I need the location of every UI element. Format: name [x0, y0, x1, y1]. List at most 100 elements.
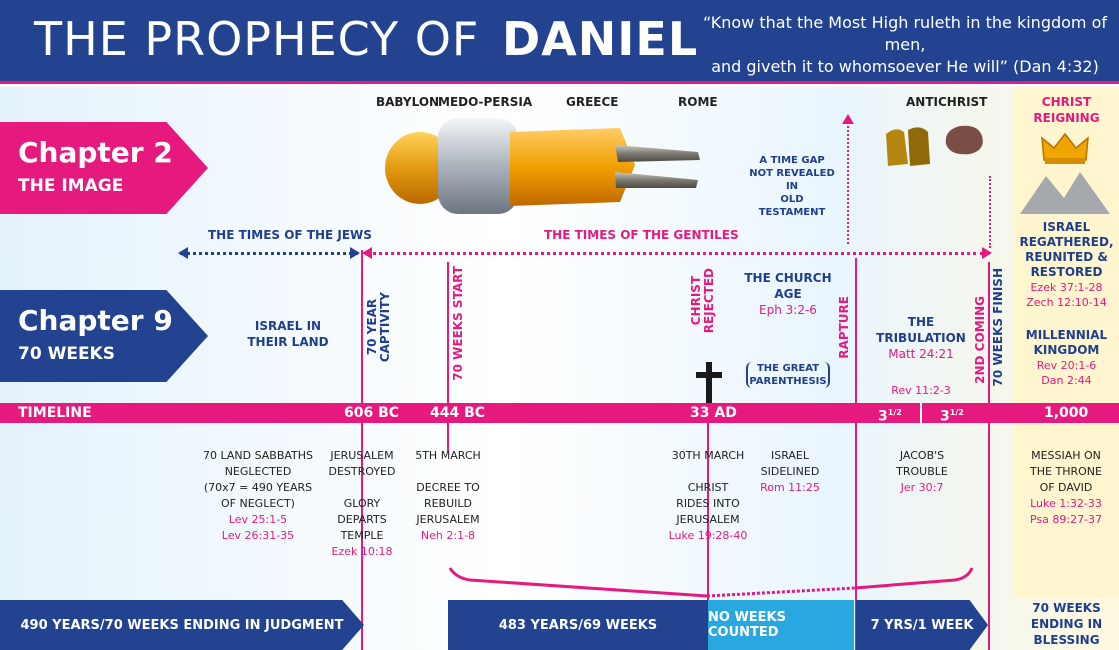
regathered-ref: Ezek 37:1-28	[1030, 281, 1103, 294]
jerusalem-destroyed: JERUSALEM DESTROYED GLORY DEPARTS TEMPLE…	[322, 448, 402, 560]
christ-rejected-label: CHRIST REJECTED	[689, 268, 716, 334]
chapter9-subtitle: 70 WEEKS	[18, 344, 115, 364]
great-parenthesis: THE GREAT PARENTHESIS	[746, 362, 830, 388]
christ-reigning-line: REIGNING	[1033, 111, 1100, 125]
chapter9-arrow	[0, 290, 208, 382]
regathered-ref: Zech 12:10-14	[1026, 296, 1107, 309]
empire-greece: GREECE	[566, 95, 619, 109]
empire-babylon: BABYLON	[376, 95, 440, 109]
times-of-jews-label: THE TIMES OF THE JEWS	[208, 228, 372, 242]
weeks-finish-label: 70 WEEKS FINISH	[991, 268, 1005, 387]
messiah-ref: Luke 1:32-33	[1030, 497, 1102, 510]
sabbaths-line: 70 LAND SABBATHS	[202, 449, 314, 462]
header-quote: “Know that the Most High ruleth in the k…	[700, 12, 1110, 78]
bar-69-weeks: 483 YEARS/69 WEEKS	[448, 600, 708, 650]
great-parenthesis-line: PARENTHESIS	[749, 376, 827, 387]
timeline-bar	[0, 403, 1119, 423]
sidelined-ref: Rom 11:25	[760, 481, 820, 494]
tribulation-ref: Matt 24:21	[888, 347, 954, 361]
tribulation-title: THE TRIBULATION	[876, 315, 966, 345]
timeline-33ad: 33 AD	[690, 405, 737, 421]
church-age-ref: Eph 3:2-6	[759, 303, 817, 317]
decree-line: 5TH MARCH	[415, 449, 481, 462]
ending-in-blessing: 70 WEEKS ENDING IN BLESSING	[1014, 600, 1119, 648]
christ-rejected-text: CHRIST REJECTED	[689, 268, 716, 334]
quote-line: and giveth it to whomsoever He will” (Da…	[711, 57, 1099, 76]
messiah-line: OF DAVID	[1039, 481, 1093, 494]
sabbaths-line: (70x7 = 490 YEARS	[203, 481, 313, 494]
time-gap-line: NOT REVEALED IN	[749, 168, 835, 192]
jacob-ref: Jer 30:7	[900, 481, 944, 494]
half1-fraction: 1/2	[887, 408, 902, 417]
arrowhead-right	[982, 247, 992, 259]
chapter2-subtitle: THE IMAGE	[18, 176, 124, 196]
jerusalem-ref: Ezek 10:18	[331, 545, 393, 558]
rapture-dotted-line	[847, 122, 849, 244]
timeline-444bc: 444 BC	[430, 405, 486, 421]
captivity-text: 70 YEAR CAPTIVITY	[365, 292, 392, 363]
regathered-line: REGATHERED,	[1019, 235, 1114, 249]
time-gap-line: OLD TESTAMENT	[758, 194, 826, 218]
half2-value: 3	[940, 408, 950, 425]
captivity-label: 70 YEAR CAPTIVITY	[365, 292, 392, 363]
march30-line: JERUSALEM	[676, 513, 740, 526]
quote-line: “Know that the Most High ruleth in the k…	[702, 13, 1108, 54]
cross-icon	[696, 362, 722, 406]
arrowhead-left	[362, 247, 372, 259]
bar-no-weeks: NO WEEKS COUNTED	[708, 600, 854, 650]
christ-reigning-line: CHRIST	[1041, 95, 1092, 109]
march30-line: 30TH MARCH	[671, 449, 745, 462]
time-gap-line: A TIME GAP	[759, 155, 825, 166]
israel-in-land: ISRAEL IN THEIR LAND	[240, 318, 336, 350]
messiah-line: MESSIAH ON	[1031, 449, 1101, 462]
millennial-line: MILLENNIAL	[1025, 328, 1108, 342]
decree-line: DECREE TO	[416, 481, 480, 494]
crown-icon	[1041, 132, 1089, 164]
feet-of-iron-and-clay	[886, 127, 930, 166]
line-444bc	[447, 262, 449, 452]
title-prefix: THE PROPHECY OF	[34, 12, 480, 66]
timeline-label: TIMELINE	[18, 405, 92, 421]
millennial-ref: Dan 2:44	[1041, 374, 1092, 387]
church-age-line: AGE	[774, 287, 802, 301]
weeks-start-label: 70 WEEKS START	[451, 266, 465, 381]
line-33ad	[707, 400, 709, 600]
sabbaths-line: NEGLECTED	[224, 465, 292, 478]
half-divider	[920, 403, 922, 423]
bar-one-week: 7 YRS/1 WEEK	[856, 600, 988, 650]
times-of-jews-arrow	[180, 252, 358, 255]
times-of-gentiles-label: THE TIMES OF THE GENTILES	[544, 228, 739, 242]
line-606bc	[361, 250, 363, 650]
tribulation: THE TRIBULATION Matt 24:21	[868, 314, 974, 362]
chapter9-title: Chapter 9	[18, 304, 173, 337]
march30-line: RIDES INTO	[676, 497, 740, 510]
jerusalem-line: GLORY	[343, 497, 381, 510]
christ-reigning: CHRIST REIGNING	[1014, 94, 1119, 126]
bar-judgment: 490 YEARS/70 WEEKS ENDING IN JUDGMENT	[0, 600, 364, 650]
sabbaths-ref: Lev 25:1-5	[228, 513, 288, 526]
decree-line: JERUSALEM	[416, 513, 480, 526]
israel-regathered: ISRAEL REGATHERED, REUNITED & RESTORED E…	[1014, 220, 1119, 310]
line-rapture	[855, 258, 857, 650]
jerusalem-line: JERUSALEM	[330, 449, 394, 462]
decree: 5TH MARCH DECREE TO REBUILD JERUSALEM Ne…	[408, 448, 488, 544]
arrowhead-up	[842, 114, 854, 124]
title-daniel: DANIEL	[502, 12, 699, 66]
empire-rome: ROME	[678, 95, 718, 109]
israel-sidelined: ISRAEL SIDELINED Rom 11:25	[752, 448, 828, 496]
sidelined-line: SIDELINED	[760, 465, 820, 478]
march30-ref: Luke 19:28-40	[668, 529, 748, 542]
half1-value: 3	[878, 408, 888, 425]
church-age: THE CHURCH AGE Eph 3:2-6	[736, 270, 840, 318]
messiah-ref: Psa 89:27-37	[1029, 513, 1103, 526]
kingdom-background	[1014, 87, 1119, 597]
great-parenthesis-line: THE GREAT	[756, 363, 820, 374]
church-age-line: THE CHURCH	[744, 271, 832, 285]
thirtieth-march: 30TH MARCH CHRIST RIDES INTO JERUSALEM L…	[666, 448, 750, 544]
jerusalem-line: DEPARTS	[337, 513, 387, 526]
arrowhead-right	[350, 247, 360, 259]
time-gap-note: A TIME GAP NOT REVEALED IN OLD TESTAMENT	[746, 154, 838, 219]
messiah-line: THE THRONE	[1030, 465, 1102, 478]
timeline-thousand: 1,000	[1044, 405, 1089, 421]
regathered-line: REUNITED &	[1025, 250, 1108, 264]
